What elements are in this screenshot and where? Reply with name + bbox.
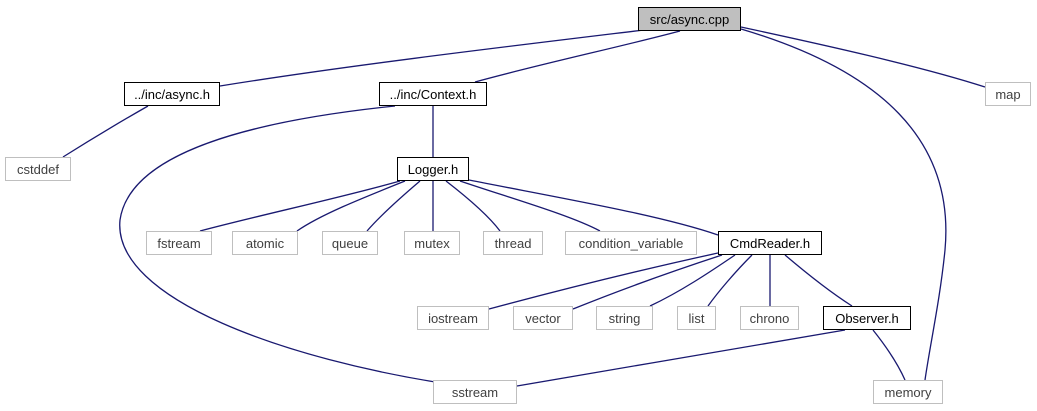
edge-cmdreader-h-to-observer-h xyxy=(784,254,853,307)
edge-observer-h-to-memory xyxy=(872,329,906,381)
node-atomic: atomic xyxy=(232,231,298,255)
edge-logger-h-to-atomic xyxy=(296,180,406,232)
edge-logger-h-to-cmdreader-h xyxy=(468,179,719,236)
node-cstddef: cstddef xyxy=(5,157,71,181)
node-mutex: mutex xyxy=(404,231,460,255)
node-vector: vector xyxy=(513,306,573,330)
node-fstream: fstream xyxy=(146,231,212,255)
node-iostream: iostream xyxy=(417,306,489,330)
edge-cmdreader-h-to-vector xyxy=(572,254,723,310)
edge-logger-h-to-thread xyxy=(445,180,501,232)
node-string: string xyxy=(596,306,653,330)
node-logger-h[interactable]: Logger.h xyxy=(397,157,469,181)
node-async-cpp[interactable]: src/async.cpp xyxy=(638,7,741,31)
node-memory: memory xyxy=(873,380,943,404)
node-cmdreader-h[interactable]: CmdReader.h xyxy=(718,231,822,255)
edge-cmdreader-h-to-iostream xyxy=(488,252,719,310)
edge-async-cpp-to-map xyxy=(740,26,986,88)
edge-logger-h-to-queue xyxy=(366,180,421,232)
edge-logger-h-to-fstream xyxy=(199,180,401,232)
node-list: list xyxy=(677,306,716,330)
node-chrono: chrono xyxy=(740,306,799,330)
edge-inc-async-h-to-cstddef xyxy=(62,105,149,158)
node-inc-async-h[interactable]: ../inc/async.h xyxy=(124,82,220,106)
edge-cmdreader-h-to-list xyxy=(707,254,753,307)
node-map: map xyxy=(985,82,1031,106)
node-observer-h[interactable]: Observer.h xyxy=(823,306,911,330)
edge-inc-context-h-to-sstream xyxy=(119,105,449,385)
edge-async-cpp-to-inc-async-h xyxy=(219,28,653,87)
edge-async-cpp-to-inc-context-h xyxy=(474,30,681,83)
edge-async-cpp-to-memory xyxy=(740,28,947,381)
node-inc-context-h[interactable]: ../inc/Context.h xyxy=(379,82,487,106)
edge-observer-h-to-sstream xyxy=(516,329,846,387)
node-condition-variable: condition_variable xyxy=(565,231,697,255)
node-queue: queue xyxy=(322,231,378,255)
node-thread: thread xyxy=(483,231,543,255)
edge-logger-h-to-condition-variable xyxy=(459,180,601,232)
edge-cmdreader-h-to-string xyxy=(649,254,736,307)
node-sstream: sstream xyxy=(433,380,517,404)
